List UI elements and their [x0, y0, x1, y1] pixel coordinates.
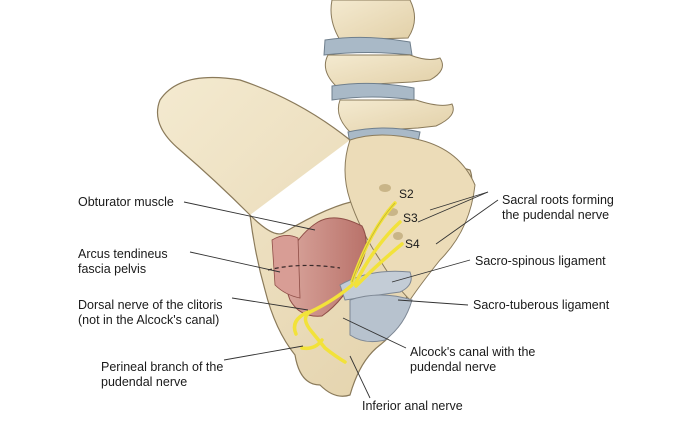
- label-sacrospinous-ligament: Sacro-spinous ligament: [475, 254, 606, 268]
- label-dorsal-nerve-2: (not in the Alcock's canal): [78, 313, 220, 327]
- label-inferior-anal-nerve: Inferior anal nerve: [362, 399, 463, 413]
- label-s4: S4: [405, 237, 420, 251]
- label-sacral-roots-2: the pudendal nerve: [502, 208, 610, 222]
- label-dorsal-nerve-1: Dorsal nerve of the clitoris: [78, 298, 223, 312]
- intervertebral-disc: [323, 36, 413, 56]
- label-s2: S2: [399, 187, 414, 201]
- label-arcus-tendineus-1: Arcus tendineus: [78, 247, 168, 261]
- sacrotuberous-ligament: [349, 294, 413, 343]
- intervertebral-disc: [331, 82, 415, 101]
- label-arcus-tendineus-2: fascia pelvis: [78, 262, 147, 276]
- label-perineal-branch-1: Perineal branch of the: [101, 360, 224, 374]
- label-s3: S3: [403, 211, 418, 225]
- lumbar-vertebrae: [323, 0, 454, 145]
- pudendal-nerves: [292, 201, 404, 364]
- label-perineal-branch-2: pudendal nerve: [101, 375, 188, 389]
- leader-lines: [183, 191, 499, 399]
- label-alcocks-canal-2: pudendal nerve: [410, 360, 497, 374]
- label-sacrotuberous-ligament: Sacro-tuberous ligament: [473, 298, 610, 312]
- label-obturator-muscle: Obturator muscle: [78, 195, 174, 209]
- sacrum: [344, 134, 476, 301]
- arcus-tendineus-line: [267, 264, 341, 271]
- label-sacral-roots-1: Sacral roots forming: [502, 193, 614, 207]
- nerve-outlines: [351, 202, 396, 283]
- label-alcocks-canal-1: Alcock's canal with the: [410, 345, 536, 359]
